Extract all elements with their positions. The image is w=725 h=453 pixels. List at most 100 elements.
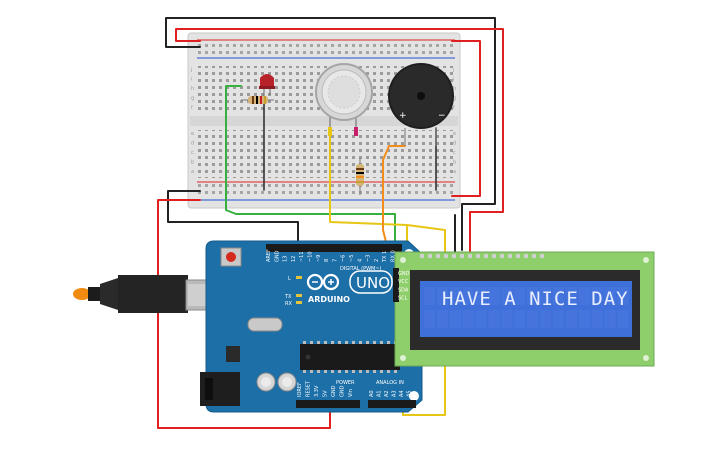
chip-pin	[352, 341, 355, 344]
chip-pin	[331, 370, 334, 373]
chip-pin	[303, 341, 306, 344]
terminal-strip-bottom[interactable]	[197, 130, 453, 178]
lcd-header-pin	[444, 254, 448, 258]
lcd-pin-label: SDA	[398, 287, 409, 293]
analog-pin-label: A4	[399, 390, 405, 397]
row-label-left: j	[190, 67, 192, 73]
wire-black-top-loop[interactable]	[165, 17, 496, 251]
digital-pin-label: 12	[291, 256, 297, 262]
wire-red-top-loop[interactable]	[175, 28, 504, 253]
lcd-header-pin	[460, 254, 464, 258]
digital-pin-label: 13	[283, 256, 289, 262]
dc-power-jack[interactable]	[200, 372, 240, 406]
chip-pin	[359, 341, 362, 344]
row-label-left: e	[191, 131, 194, 137]
row-label-left: d	[191, 141, 194, 147]
lcd-pin-label: VCC	[398, 279, 409, 285]
wire-red-5v[interactable]	[157, 199, 331, 429]
chip-pin	[324, 341, 327, 344]
analog-pin-label: A0	[369, 390, 375, 397]
bottom-power-rail[interactable]	[197, 184, 453, 198]
power-header[interactable]	[296, 400, 360, 408]
lcd-char-cell	[578, 287, 590, 305]
analog-pin-label: A3	[392, 390, 398, 397]
voltage-regulator	[226, 346, 240, 362]
wire-green-led[interactable]	[225, 85, 396, 251]
digital-pin-label: ~6	[341, 255, 347, 262]
red-led[interactable]	[259, 74, 275, 100]
lcd-i2c-header[interactable]	[393, 268, 399, 302]
analog-header[interactable]	[368, 400, 416, 408]
lcd-header-pin	[500, 254, 504, 258]
lcd-char-cell	[436, 287, 448, 305]
row-label-left: a	[191, 169, 194, 175]
analog-header-label: ANALOG IN	[376, 380, 404, 386]
lcd-header-pin	[484, 254, 488, 258]
wire-yellow-sensor[interactable]	[329, 129, 408, 251]
top-power-rail[interactable]	[197, 42, 453, 56]
reset-button[interactable]	[220, 247, 242, 267]
row-label-right: e	[453, 131, 456, 137]
resistor-sensor[interactable]	[356, 158, 364, 195]
led-tx-label: TX	[284, 294, 292, 300]
lcd-char-cell	[424, 310, 435, 328]
capacitors	[256, 372, 297, 392]
chip-pin	[366, 341, 369, 344]
chip-pin	[387, 370, 390, 373]
digital-pin-label: ~5	[349, 255, 355, 262]
chip-pin	[345, 341, 348, 344]
row-label-left: i	[191, 77, 192, 83]
row-label-right: d	[453, 141, 456, 147]
chip-pin	[394, 370, 397, 373]
chip-pin	[317, 370, 320, 373]
lcd-char-cell	[449, 287, 461, 305]
power-pin-label: GND	[331, 385, 337, 397]
buzzer-plus-label: +	[399, 111, 407, 121]
digital-pin-label: ~11	[299, 251, 305, 262]
chip-pin	[317, 341, 320, 344]
row-label-right: i	[453, 77, 454, 83]
lcd-header-pin	[524, 254, 528, 258]
lcd-header-pin	[420, 254, 424, 258]
lcd-char-cell	[591, 310, 603, 328]
lcd-char-cell	[424, 287, 435, 305]
lcd-header-pin	[492, 254, 496, 258]
wire-orange-buzzer[interactable]	[382, 145, 406, 251]
power-pin-label: GND	[340, 385, 346, 397]
chip-pin	[331, 341, 334, 344]
wire-red-lcd[interactable]	[451, 40, 481, 197]
chip-pin	[380, 370, 383, 373]
lcd-char-cell	[553, 287, 564, 305]
lcd-char-cell	[617, 310, 629, 328]
digital-header[interactable]	[266, 244, 402, 252]
wires	[157, 17, 504, 429]
chip-pin	[359, 370, 362, 373]
power-header-label: POWER	[336, 380, 355, 386]
analog-pin-label: A2	[384, 390, 390, 397]
crystal-oscillator	[247, 317, 283, 332]
chip-pin	[324, 370, 327, 373]
row-label-left: b	[191, 160, 194, 166]
lcd-char-cell	[565, 310, 577, 328]
arduino-logo	[306, 273, 340, 291]
mounting-hole	[409, 391, 419, 401]
piezo-buzzer[interactable]: + −	[388, 63, 454, 146]
digital-pin-label: GND	[274, 250, 280, 262]
lcd-char-cell	[527, 287, 539, 305]
row-label-right: f	[453, 105, 455, 111]
row-label-right: a	[453, 169, 456, 175]
chip-pin	[310, 341, 313, 344]
lcd-char-cell	[514, 310, 526, 328]
chip-pin	[387, 341, 390, 344]
led-l-label: L	[288, 276, 291, 282]
lcd-char-cell	[578, 310, 590, 328]
wire-black-rail[interactable]	[167, 190, 299, 251]
gas-sensor[interactable]	[315, 63, 373, 136]
lcd-header-pin	[532, 254, 536, 258]
digital-pin-label: 7	[332, 259, 338, 262]
resistor-led[interactable]	[241, 96, 274, 104]
